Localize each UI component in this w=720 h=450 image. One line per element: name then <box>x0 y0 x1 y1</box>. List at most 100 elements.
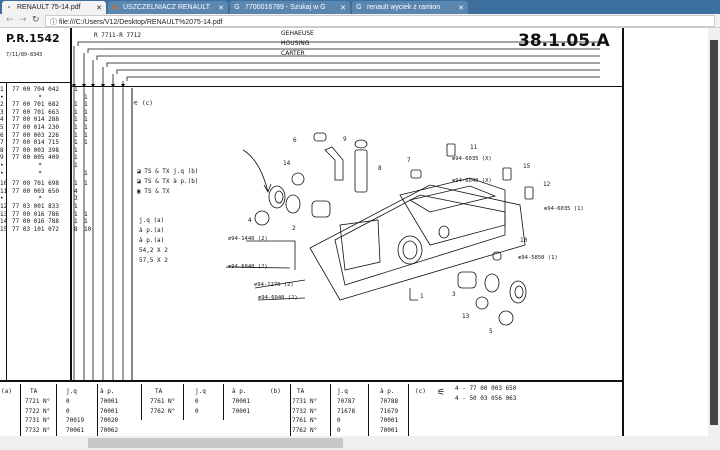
column-leader <box>92 55 600 86</box>
model-reference: R 7711-R 7712 <box>94 32 141 39</box>
callout-3: 3 <box>452 291 456 298</box>
forward-icon[interactable]: → <box>19 15 27 25</box>
table-cell: 7722 N° <box>25 407 51 415</box>
qty-col1: 1 <box>74 210 78 218</box>
table-cell: 71678 <box>337 407 356 415</box>
row-index: 11 <box>0 187 8 195</box>
divider <box>223 384 224 420</box>
note-ts1: ◪ TS & TX j.q (b) <box>137 168 199 175</box>
back-icon[interactable]: ← <box>6 15 14 25</box>
table-cell: 70019 <box>66 417 85 424</box>
part-number: 77 00 005 409 <box>12 154 59 162</box>
arrow-down-icon <box>72 84 76 88</box>
reload-icon[interactable]: ↻ <box>32 15 40 25</box>
google-icon: G <box>356 3 362 11</box>
callout-9: 9 <box>343 136 347 143</box>
close-tab-icon[interactable]: ✕ <box>458 4 464 12</box>
table-header: à p. <box>380 388 395 395</box>
table-cell: 0 <box>337 417 341 424</box>
close-tab-icon[interactable]: ✕ <box>218 4 224 12</box>
row-index: 13 <box>0 210 8 218</box>
note-dim: 57,5 X 2 <box>139 257 168 264</box>
row-index: 2 <box>0 101 4 109</box>
note-ap-a: à p.(a) <box>139 227 165 234</box>
qty-col1: 1 <box>74 101 78 109</box>
reference-note: ⊕94-6040 (X) <box>452 178 492 184</box>
divider <box>0 380 622 382</box>
note-c: ⚟ (c) <box>133 100 153 107</box>
callout-1: 1 <box>420 293 424 300</box>
pointer-arrow <box>242 149 269 193</box>
divider <box>70 28 72 380</box>
table-cell: 7732 N° <box>25 426 51 434</box>
divider <box>330 384 331 436</box>
table-cell: 70788 <box>380 398 399 405</box>
qty-col2: 1 <box>84 210 88 218</box>
title-fr: CARTER <box>281 50 305 57</box>
bushing-3 <box>457 271 477 289</box>
clip-part: 4 - 77 00 003 650 <box>455 385 517 392</box>
scroll-thumb[interactable] <box>710 40 718 425</box>
group-a-label: (a) <box>1 388 12 395</box>
part-number: 77 00 003 398 <box>12 146 59 154</box>
part-number: 77 00 016 786 <box>12 210 59 218</box>
box-icon: ▣ <box>137 188 145 195</box>
row-index: 15 <box>0 225 8 233</box>
column-leader <box>73 41 600 86</box>
table-header: j.q <box>337 388 348 395</box>
arrow-down-icon <box>121 84 125 88</box>
part-number: 77 00 003 650 <box>12 187 59 195</box>
close-tab-icon[interactable]: ✕ <box>340 4 346 12</box>
arrow-box-icon: ◪ <box>137 178 145 185</box>
column-leader <box>83 48 600 86</box>
part-number: 77 00 701 682 <box>12 101 59 109</box>
qty-col1: 1 <box>74 180 78 188</box>
close-tab-icon[interactable]: ✕ <box>96 4 102 12</box>
callout-14: 14 <box>283 160 291 167</box>
vertical-scrollbar[interactable] <box>708 28 720 436</box>
address-bar[interactable]: ⓘ file:///C:/Users/V12/Desktop/RENAULT%2… <box>45 15 715 27</box>
note-dim: 54,2 X 2 <box>139 247 168 254</box>
scroll-thumb[interactable] <box>88 438 343 448</box>
divider <box>20 384 21 436</box>
divider <box>6 82 7 380</box>
reference-note: ⊕94-6040 (2) <box>228 264 268 270</box>
tab-renault-pdf[interactable]: ▫RENAULT 75-14.pdf✕ <box>2 1 106 14</box>
pdf-page: P.R.1542 7/11/89-8343 R 7711-R 7712 GEHA… <box>0 28 708 436</box>
arrow-box-icon: ◪ <box>137 168 145 175</box>
qty-col1: 1 <box>74 146 78 154</box>
table-cell: 7762 N° <box>292 426 318 434</box>
part-number: * <box>38 93 42 101</box>
qty-col2: 10 <box>84 225 92 233</box>
note-ap-a: à p.(a) <box>139 237 165 244</box>
horizontal-scrollbar[interactable] <box>0 436 720 450</box>
part-number: * <box>38 162 42 169</box>
qty-col1: 1 <box>74 131 78 139</box>
title-de: GEHAEUSE <box>281 30 314 37</box>
callout-7: 7 <box>407 157 411 164</box>
qty-col1: 1 <box>74 218 78 226</box>
qty-col2: 1 <box>84 169 88 177</box>
part-number: 77 00 701 698 <box>12 180 59 188</box>
row-index: • <box>0 162 4 169</box>
allegro-icon: a <box>113 3 117 11</box>
table-cell: 7731 N° <box>292 398 318 405</box>
row-index: 14 <box>0 218 8 226</box>
bushing-2 <box>311 200 331 218</box>
table-cell: 0 <box>195 398 199 405</box>
part-number: * <box>38 169 42 177</box>
column-leaders <box>72 41 600 380</box>
qty-col2: 1 <box>84 139 88 147</box>
part-number: 77 03 101 072 <box>12 225 59 233</box>
part-number: 77 00 016 788 <box>12 218 59 226</box>
row-index: 3 <box>0 108 4 116</box>
title-en: HOUSING <box>281 40 310 47</box>
part-number: 77 03 001 833 <box>12 203 59 210</box>
reference-note: ⌀94-1440 (2) <box>228 236 268 242</box>
row-index: 1 <box>0 86 4 93</box>
table-cell: 7761 N° <box>150 398 176 405</box>
part-number: 77 00 014 288 <box>12 116 59 124</box>
